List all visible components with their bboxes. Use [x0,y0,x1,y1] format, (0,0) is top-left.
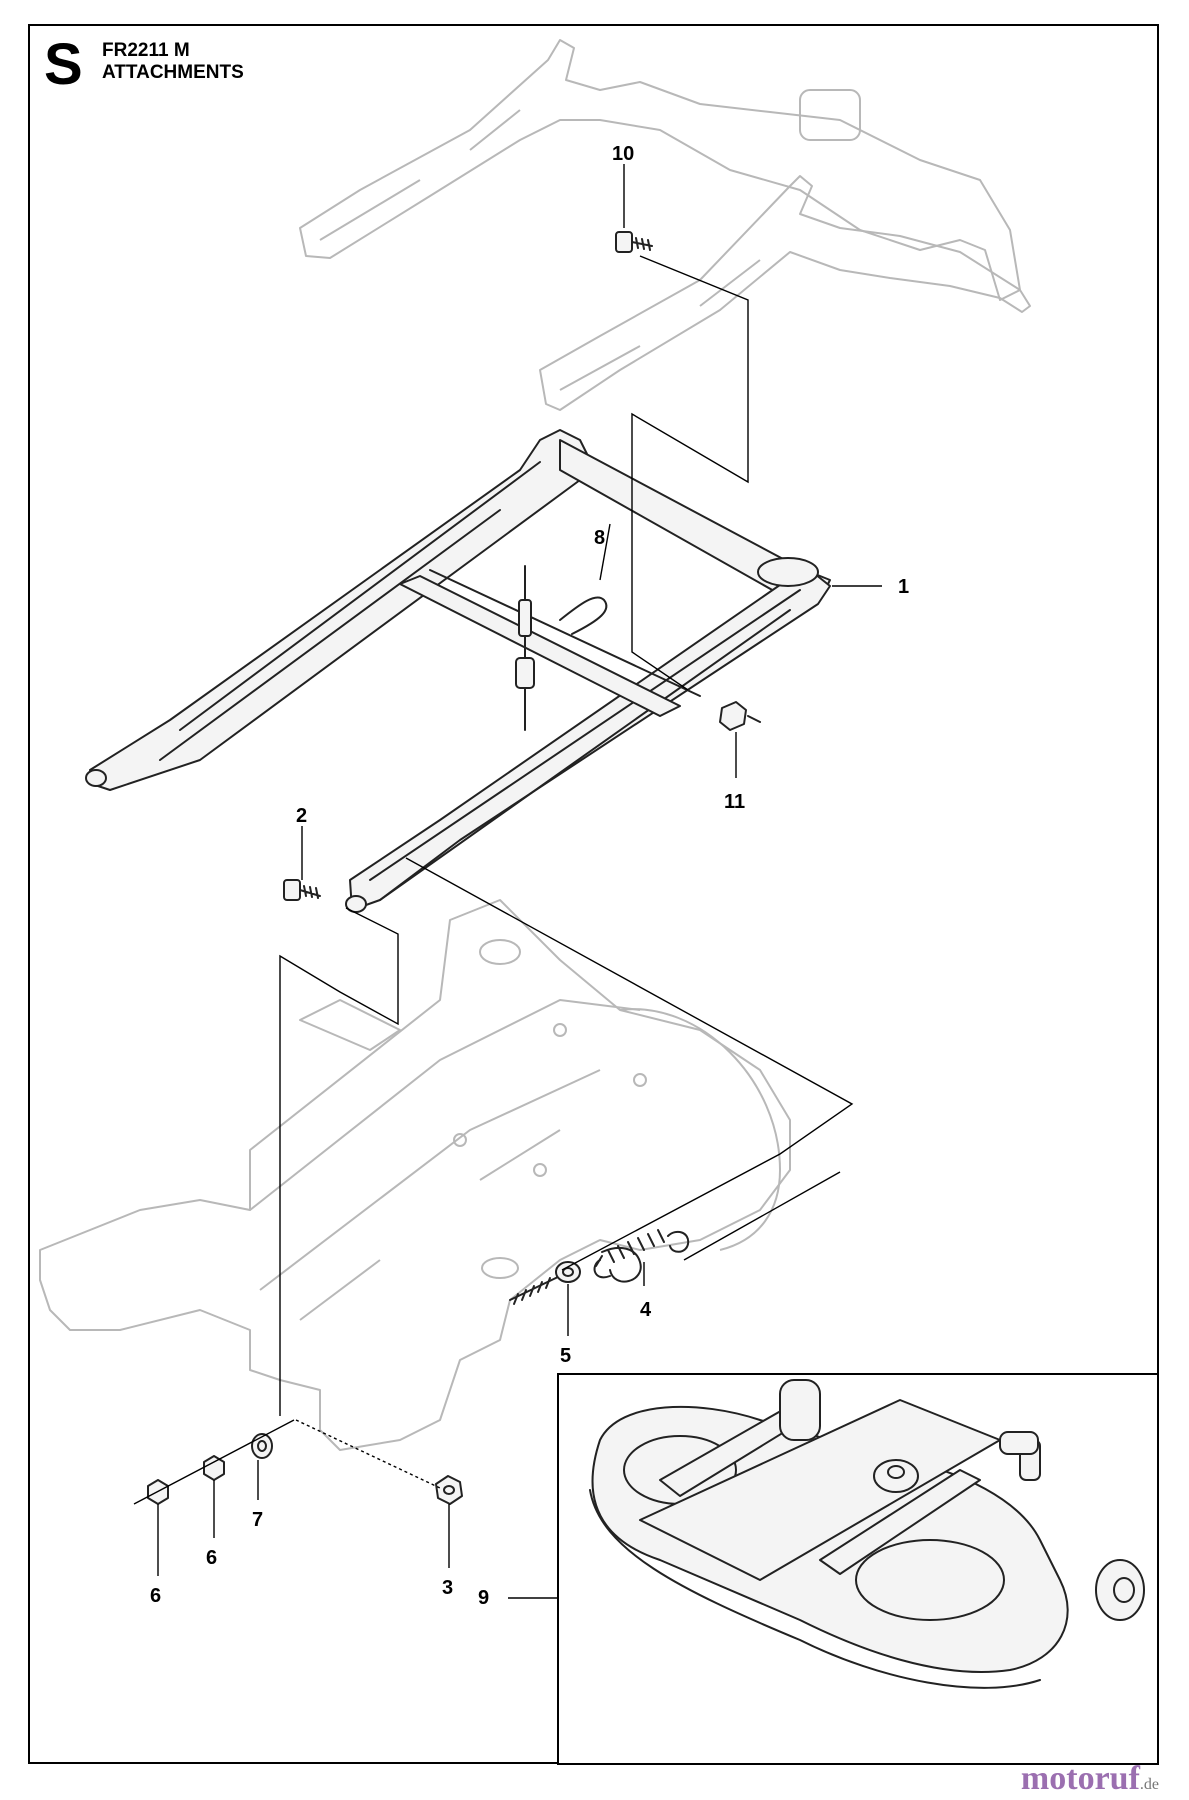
pin-with-clip [515,565,608,731]
nut-part-6-upper [203,1455,225,1481]
mower-deck-inset [557,1373,1159,1765]
callout-10: 10 [612,143,634,165]
section-title: ATTACHMENTS [102,62,244,83]
bolt-part-2 [283,879,321,901]
watermark-tld: .de [1139,1776,1159,1793]
callout-4: 4 [640,1299,652,1321]
callout-8: 8 [594,527,605,549]
model-number: FR2211 M [102,40,190,61]
leader-lines [133,164,882,1599]
callout-3: 3 [442,1577,453,1599]
nut-part-11 [719,701,761,731]
callout-5: 5 [560,1345,571,1367]
watermark-name: motoruf [1020,1760,1140,1797]
threaded-rod-part-5 [509,1261,581,1305]
watermark-logo: motoruf.de [1021,1762,1159,1796]
callout-2: 2 [296,805,307,827]
ghost-tractor-frame [39,899,791,1451]
section-letter: S [44,32,83,97]
spring-part-4 [593,1229,690,1283]
ghost-lift-arms [299,39,1031,411]
callout-6-lower: 6 [150,1585,161,1607]
callout-9: 9 [478,1587,489,1609]
callout-6-upper: 6 [206,1547,217,1569]
washer-part-7 [251,1433,273,1459]
main-mounting-frame [85,429,831,913]
callout-1: 1 [898,576,909,598]
callout-labels: 1 2 3 4 5 6 6 7 8 9 10 11 [150,143,909,1609]
callout-11: 11 [724,791,745,813]
nut-part-3 [435,1475,463,1505]
callout-7: 7 [252,1509,263,1531]
bolt-part-10 [615,231,653,253]
